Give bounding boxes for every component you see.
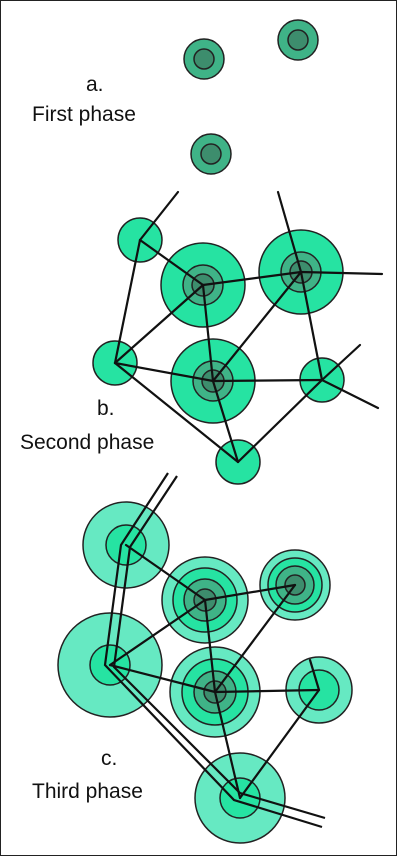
first-phase-label: First phase (32, 103, 136, 126)
third-phase-double-line (103, 472, 326, 829)
second-phase-lines (113, 190, 384, 464)
first-phase-node-1 (183, 38, 225, 80)
third-phase-lines (108, 543, 321, 800)
third-phase-letter: c. (101, 747, 117, 770)
first-phase-letter: a. (86, 73, 104, 96)
first-phase-node-3 (190, 133, 232, 175)
third-phase-label: Third phase (32, 780, 143, 803)
third-phase-group: c. Third phase (32, 472, 353, 844)
first-phase-group: a. First phase (32, 19, 319, 175)
second-phase-letter: b. (97, 397, 115, 420)
first-phase-node-2 (277, 19, 319, 61)
second-phase-group: b. Second phase (20, 190, 384, 485)
second-phase-label: Second phase (20, 431, 154, 454)
